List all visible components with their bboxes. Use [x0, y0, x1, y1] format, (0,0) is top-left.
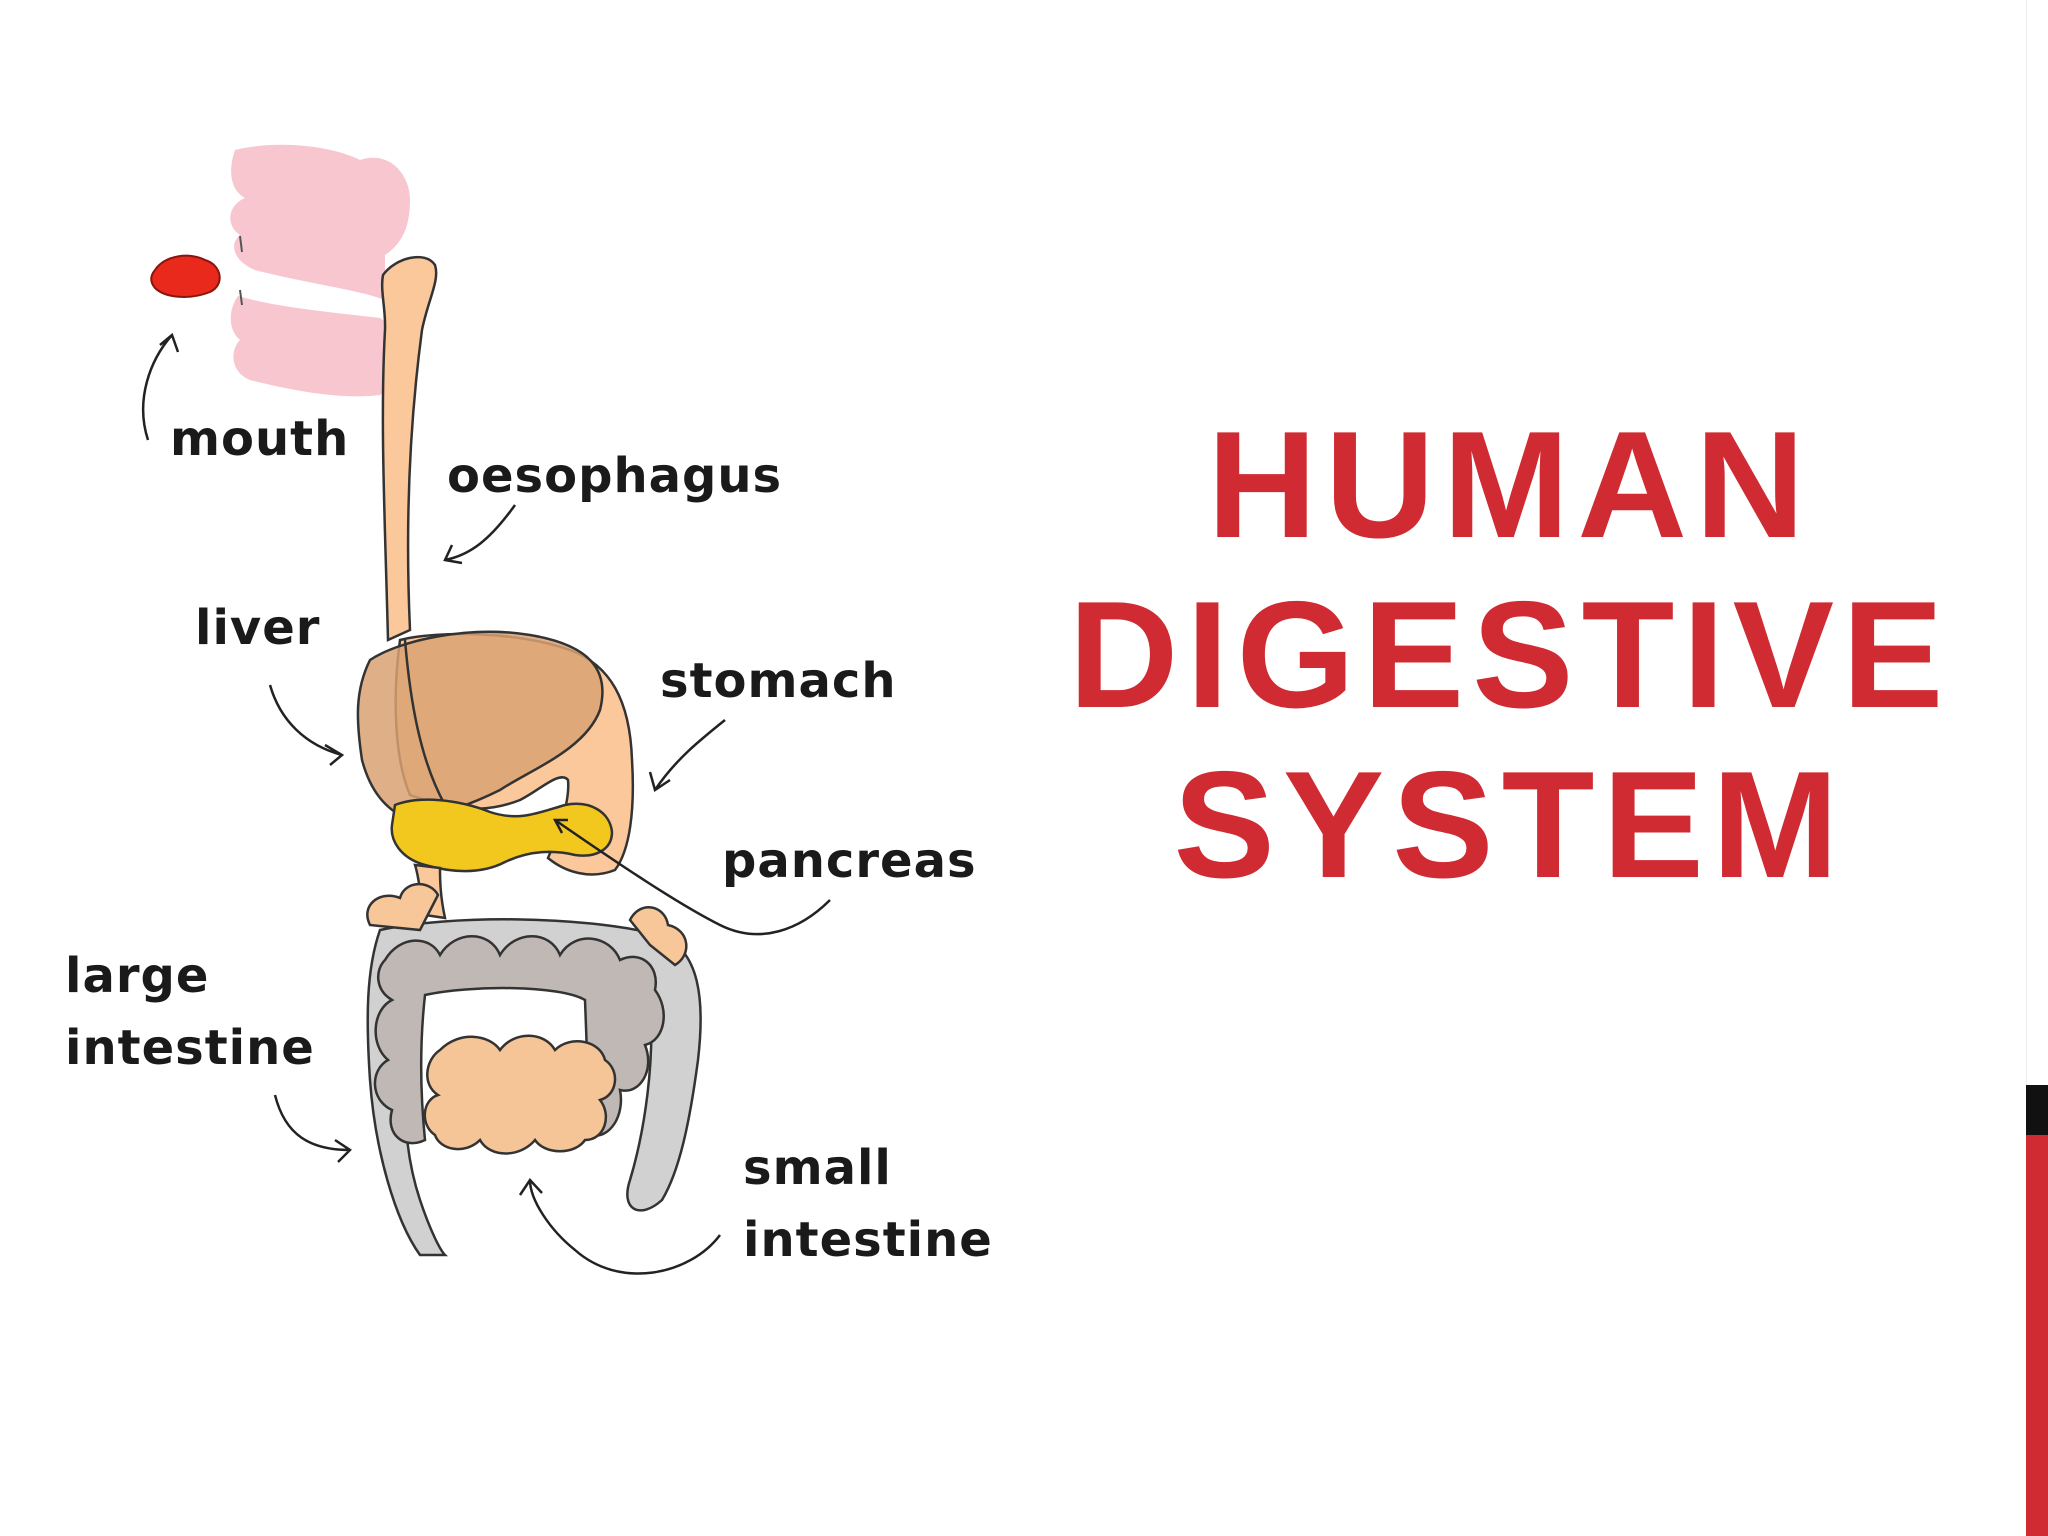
title-line-digestive: DIGESTIVE: [1068, 570, 1952, 740]
label-small-intestine: small intestine: [743, 1140, 993, 1268]
arrow-mouth: [141, 332, 180, 441]
title-line-system: SYSTEM: [1173, 740, 1847, 910]
edge-bar-red: [2026, 1135, 2048, 1536]
edge-bar-black: [2026, 1085, 2048, 1135]
label-large-intestine: large intestine: [65, 948, 315, 1076]
mouth-cavity: [230, 144, 410, 397]
arrow-large-intestine: [273, 1094, 352, 1163]
edge-bar-white: [2026, 0, 2048, 1085]
arrow-small-intestine: [518, 1177, 721, 1275]
liver-shape: [356, 630, 604, 822]
arrow-stomach: [648, 719, 726, 792]
digestive-diagram: [141, 144, 831, 1275]
label-mouth: mouth: [170, 411, 350, 467]
title-line-human: HUMAN: [1207, 400, 1813, 570]
arrow-pancreas: [552, 818, 831, 936]
small-intestine-coils: [423, 1034, 617, 1155]
arrow-oesophagus: [443, 504, 517, 565]
intestine-bumps: [366, 882, 688, 967]
slide-title: HUMAN DIGESTIVE SYSTEM: [1030, 400, 1990, 910]
edge-accent-bar: [2026, 0, 2048, 1536]
arrows: [141, 332, 831, 1275]
oesophagus-shape: [380, 255, 438, 642]
tongue-shape: [150, 254, 221, 298]
label-stomach: stomach: [660, 653, 897, 709]
label-liver: liver: [195, 600, 321, 656]
arrow-liver: [268, 684, 345, 766]
label-oesophagus: oesophagus: [447, 448, 783, 504]
label-pancreas: pancreas: [722, 833, 977, 889]
